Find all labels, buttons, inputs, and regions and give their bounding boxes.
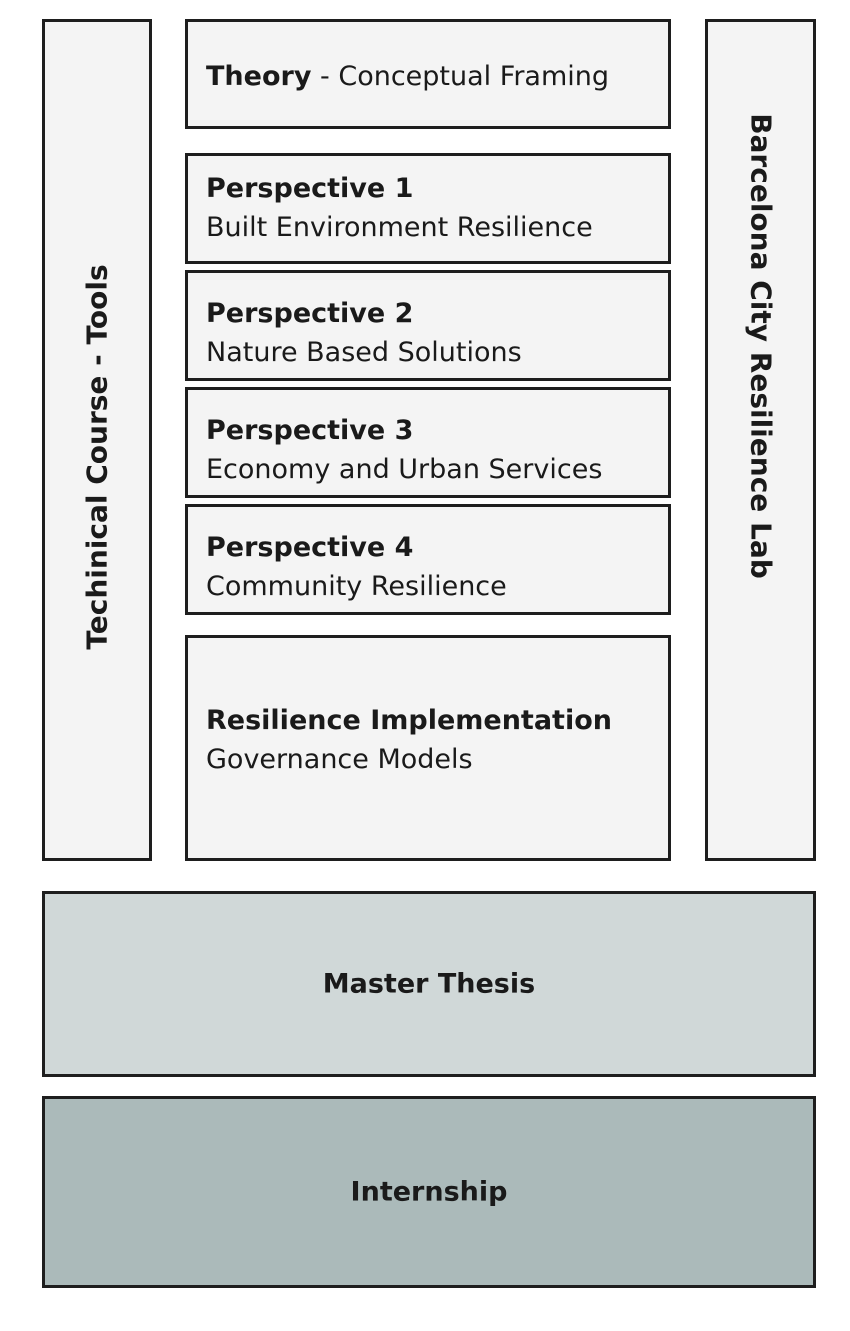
technical-course-column: Techinical Course - Tools bbox=[42, 19, 152, 861]
master-thesis-label: Master Thesis bbox=[322, 968, 536, 1000]
theory-subtitle: Conceptual Framing bbox=[338, 61, 610, 92]
theory-title: Theory bbox=[206, 61, 312, 92]
perspective-2-title: Perspective 2 bbox=[206, 298, 414, 329]
perspective-4-box: Perspective 4 Community Resilience bbox=[185, 504, 671, 615]
perspective-3-subtitle: Economy and Urban Services bbox=[206, 454, 603, 485]
perspective-1-title: Perspective 1 bbox=[206, 173, 414, 204]
technical-course-label: Techinical Course - Tools bbox=[80, 264, 114, 650]
perspective-4-title: Perspective 4 bbox=[206, 532, 414, 563]
perspective-1-box: Perspective 1 Built Environment Resilien… bbox=[185, 153, 671, 264]
perspective-3-title: Perspective 3 bbox=[206, 415, 414, 446]
perspective-3-box: Perspective 3 Economy and Urban Services bbox=[185, 387, 671, 498]
perspective-2-box: Perspective 2 Nature Based Solutions bbox=[185, 270, 671, 381]
theory-separator: - bbox=[311, 61, 339, 92]
implementation-box: Resilience Implementation Governance Mod… bbox=[185, 635, 671, 861]
theory-box: Theory - Conceptual Framing bbox=[185, 19, 671, 129]
master-thesis-box: Master Thesis bbox=[42, 891, 816, 1077]
implementation-subtitle: Governance Models bbox=[206, 744, 473, 775]
internship-label: Internship bbox=[350, 1176, 508, 1208]
perspective-1-subtitle: Built Environment Resilience bbox=[206, 212, 593, 243]
perspective-2-subtitle: Nature Based Solutions bbox=[206, 337, 522, 368]
barcelona-lab-label: Barcelona City Resilience Lab bbox=[744, 113, 777, 579]
perspective-4-subtitle: Community Resilience bbox=[206, 571, 507, 602]
internship-box: Internship bbox=[42, 1096, 816, 1288]
implementation-title: Resilience Implementation bbox=[206, 705, 612, 736]
barcelona-lab-column: Barcelona City Resilience Lab bbox=[705, 19, 816, 861]
